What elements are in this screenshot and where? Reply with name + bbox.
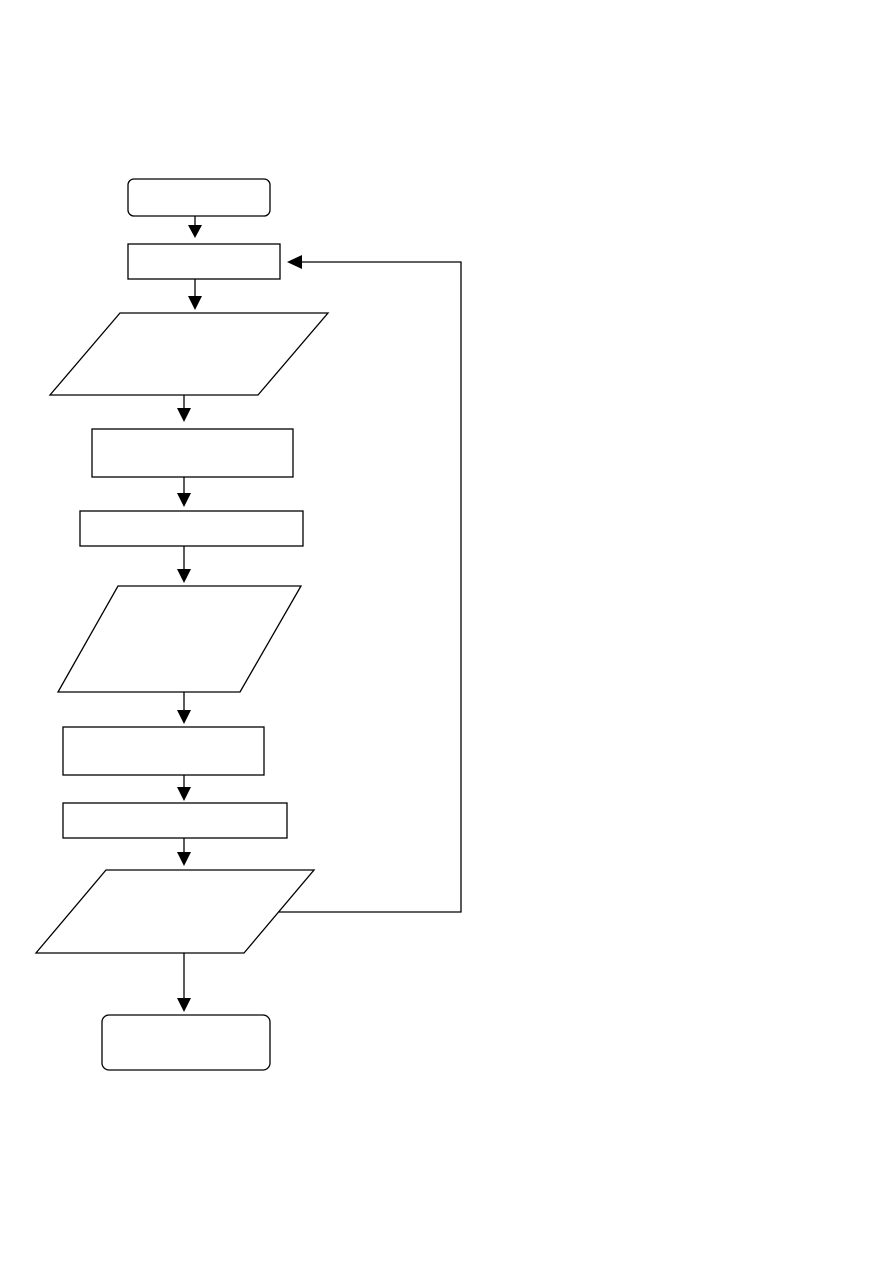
connector-io-3-to-end — [177, 953, 191, 1012]
start-terminal — [127, 178, 271, 217]
process-box-5 — [62, 802, 288, 839]
connector-io-2-to-process-4 — [177, 692, 191, 724]
connector-process-5-to-io-3 — [177, 838, 191, 866]
connector-io-1-to-process-2 — [177, 395, 191, 422]
connector-start-to-process-1 — [188, 216, 202, 238]
input-output-3 — [34, 869, 316, 954]
process-box-4 — [62, 726, 265, 776]
process-box-1 — [127, 243, 281, 280]
end-terminal — [101, 1014, 271, 1071]
process-box-2 — [91, 428, 294, 478]
input-output-1 — [48, 312, 330, 396]
connector-process-2-to-process-3 — [177, 477, 191, 507]
connector-process-1-to-io-1 — [188, 279, 202, 310]
connector-loop-back-io-3-to-process-1 — [279, 255, 462, 913]
connector-process-4-to-process-5 — [177, 775, 191, 801]
process-box-3 — [79, 510, 304, 547]
connector-process-3-to-io-2 — [177, 546, 191, 583]
input-output-2 — [56, 585, 303, 693]
